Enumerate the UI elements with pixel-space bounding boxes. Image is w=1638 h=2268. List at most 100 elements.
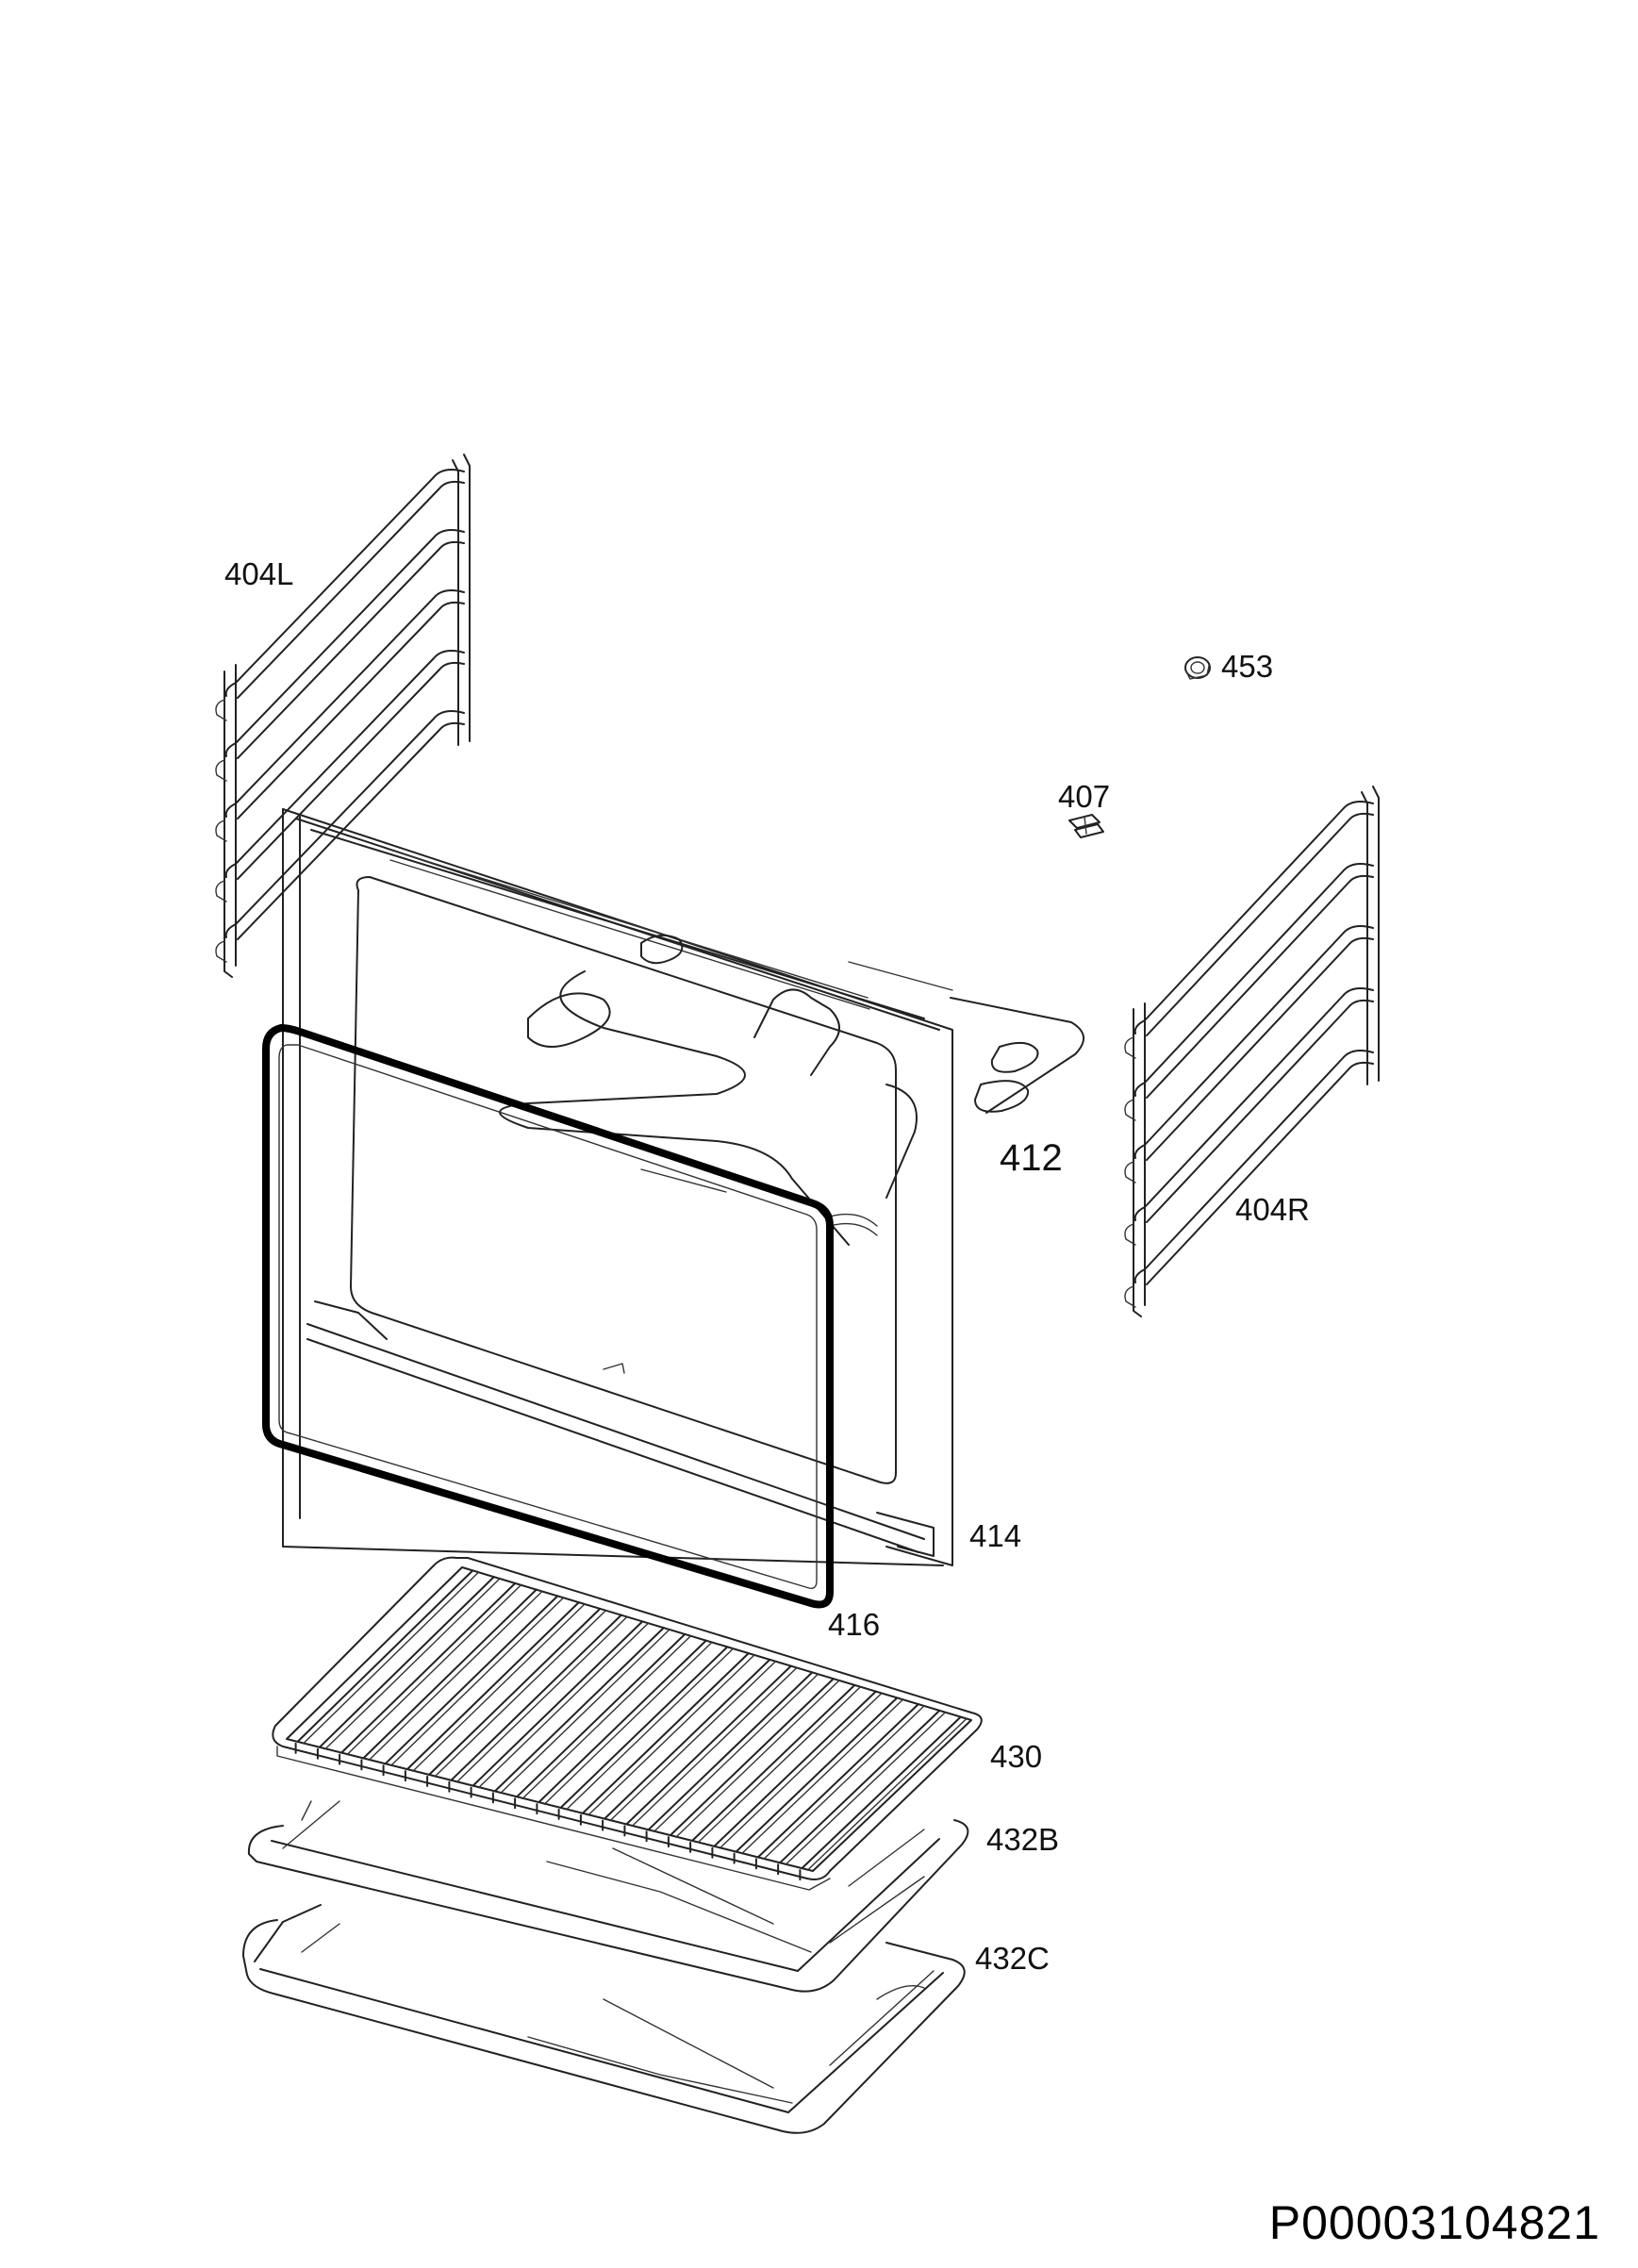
line-art [362, 1588, 538, 1760]
line-art [581, 1652, 750, 1814]
baking-tray-drawing [247, 1800, 969, 1993]
clip-drawing [1068, 814, 1104, 838]
lamp-cover-drawing [1184, 656, 1211, 680]
line-art [675, 1680, 840, 1838]
line-art [691, 1683, 856, 1842]
line-art [493, 1627, 665, 1793]
grid-shelf-drawing [272, 1556, 983, 1891]
oven-cavity-drawing [282, 808, 1084, 1566]
line-art [1133, 1050, 1374, 1283]
line-art [697, 1686, 861, 1844]
label-432c: 432C [975, 1941, 1050, 1976]
line-art [1124, 1099, 1136, 1121]
line-art [237, 540, 465, 759]
line-art [516, 1632, 687, 1798]
line-art [604, 1658, 771, 1820]
line-art [779, 1709, 941, 1864]
line-art [1124, 1285, 1136, 1308]
label-412: 412 [1000, 1137, 1063, 1179]
line-art [587, 1654, 755, 1816]
line-art [1124, 1036, 1136, 1059]
label-407: 407 [1058, 779, 1111, 814]
line-art [215, 759, 227, 782]
label-404l: 404L [224, 556, 294, 591]
line-art [224, 710, 465, 938]
line-art [609, 1661, 776, 1822]
line-art [1146, 1061, 1374, 1285]
line-art [324, 1578, 501, 1750]
line-art [521, 1635, 691, 1799]
line-art [237, 601, 465, 819]
line-art [237, 480, 465, 699]
line-art [472, 1620, 644, 1787]
line-art [389, 1597, 564, 1766]
label-414: 414 [969, 1518, 1022, 1553]
line-art [756, 1703, 919, 1859]
line-art [434, 1610, 606, 1778]
line-art [346, 1584, 521, 1756]
line-art [785, 1712, 946, 1865]
line-art [224, 529, 465, 757]
line-art [1146, 936, 1374, 1161]
line-art [1146, 874, 1374, 1099]
line-art [740, 1698, 903, 1855]
line-art [538, 1639, 707, 1804]
line-art [1124, 1223, 1136, 1246]
line-art [719, 1692, 883, 1849]
line-art [1146, 812, 1374, 1036]
line-art [368, 1590, 543, 1762]
line-art [500, 1629, 670, 1795]
line-art [713, 1690, 877, 1847]
rack-right-drawing [1124, 786, 1380, 1317]
label-404r: 404R [1235, 1192, 1310, 1227]
line-art [1146, 999, 1374, 1223]
line-art [412, 1603, 586, 1772]
line-art [763, 1705, 925, 1861]
line-art [653, 1673, 819, 1832]
line-art [215, 940, 227, 963]
line-art [318, 1576, 495, 1748]
label-432b: 432B [986, 1822, 1060, 1857]
line-art [1133, 925, 1374, 1159]
label-453: 453 [1221, 649, 1274, 684]
line-art [631, 1666, 798, 1828]
seal-drawing [262, 1024, 834, 1609]
label-430: 430 [990, 1739, 1043, 1774]
line-art [340, 1581, 517, 1754]
line-art [215, 819, 227, 842]
line-art [625, 1664, 792, 1826]
line-art [224, 650, 465, 878]
line-art [215, 699, 227, 721]
deep-tray-drawing [242, 1904, 966, 2134]
line-art [559, 1646, 729, 1809]
line-art [237, 661, 465, 880]
line-art [215, 880, 227, 902]
line-art [477, 1622, 649, 1789]
line-art [224, 469, 465, 697]
line-art [1124, 1161, 1136, 1184]
line-art [543, 1641, 713, 1805]
line-art [669, 1678, 835, 1837]
line-art [302, 1571, 479, 1745]
line-art [384, 1595, 559, 1765]
line-art [647, 1671, 814, 1831]
line-art [296, 1569, 474, 1743]
line-art [428, 1607, 602, 1776]
document-code: P00003104821 [1268, 2196, 1600, 2249]
line-art [405, 1601, 580, 1771]
line-art [565, 1647, 734, 1811]
line-art [224, 589, 465, 818]
line-art [1133, 863, 1374, 1097]
line-art [1133, 987, 1374, 1221]
rack-left-drawing [215, 454, 471, 978]
line-art [1133, 801, 1374, 1035]
line-art [735, 1697, 899, 1853]
line-art [806, 1717, 968, 1871]
front-frame-drawing [282, 1300, 944, 1566]
line-art [237, 721, 465, 940]
line-art [801, 1715, 962, 1870]
line-art [455, 1615, 628, 1783]
line-art [450, 1614, 622, 1781]
